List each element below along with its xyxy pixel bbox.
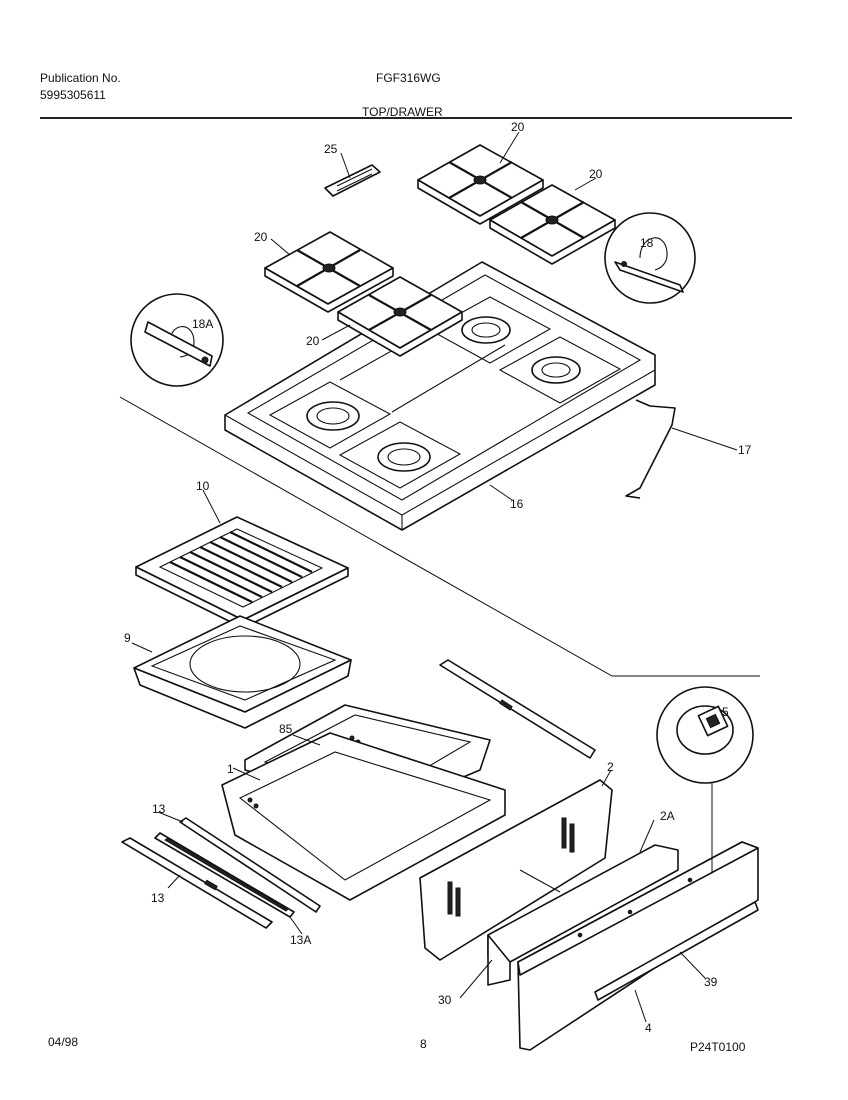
callout-9: 9 (124, 631, 131, 645)
callout-4: 4 (645, 1021, 652, 1035)
callout-13a: 13A (290, 933, 311, 947)
side-rail-part-13-lower (121, 837, 273, 929)
callout-13-upper: 13 (152, 802, 166, 816)
callout-5: 5 (722, 705, 729, 719)
section-title: TOP/DRAWER (362, 105, 443, 119)
callout-18: 18 (640, 236, 654, 250)
callout-16: 16 (510, 497, 524, 511)
callout-39: 39 (704, 975, 718, 989)
callout-18a: 18A (192, 317, 213, 331)
side-rail-part-13-upper (179, 817, 321, 913)
detail-circle-18a (130, 293, 224, 387)
header-rule (40, 117, 792, 119)
callout-10: 10 (196, 479, 210, 493)
grate-left-rear (337, 276, 463, 357)
callout-2a: 2A (660, 809, 675, 823)
callout-20-lower: 20 (306, 334, 320, 348)
callout-2: 2 (607, 760, 614, 774)
broiler-pan-part-9 (133, 615, 352, 729)
callout-labels: 25 20 20 20 20 18 18A 17 16 10 9 85 1 2 … (124, 120, 752, 1035)
part-25-bar (324, 164, 381, 197)
drawer-part-1 (221, 732, 506, 901)
page-number: 8 (420, 1037, 427, 1051)
grate-right-rear (417, 144, 544, 225)
model-number: FGF316WG (376, 71, 441, 85)
publication-number: 5995305611 (40, 88, 106, 102)
rod-part-17 (625, 399, 676, 499)
callout-20-left: 20 (254, 230, 268, 244)
footer-date: 04/98 (48, 1035, 79, 1049)
detail-circle-5 (656, 686, 754, 784)
callout-13-lower: 13 (151, 891, 165, 905)
detail-circle-18 (604, 212, 696, 304)
drawer-front-part-2a (487, 844, 679, 986)
drawing-id: P24T0100 (690, 1040, 746, 1054)
broiler-grid-part-10 (135, 516, 349, 629)
side-rail-part-13a (154, 832, 295, 918)
callout-25: 25 (324, 142, 338, 156)
callout-20-top: 20 (511, 120, 525, 134)
drawer-rail-right (439, 659, 596, 759)
drawer-front-panel-part-4 (517, 841, 759, 1051)
callout-20-right: 20 (589, 167, 603, 181)
callout-17: 17 (738, 443, 752, 457)
grate-right-front (489, 184, 616, 265)
separator-line (119, 396, 760, 677)
callout-30: 30 (438, 993, 452, 1007)
leader-lines (131, 131, 738, 1023)
callout-85: 85 (279, 722, 293, 736)
callout-1: 1 (227, 762, 234, 776)
drawer-panel-part-2 (419, 779, 613, 961)
grate-left-front (264, 231, 394, 313)
publication-label: Publication No. (40, 71, 121, 85)
